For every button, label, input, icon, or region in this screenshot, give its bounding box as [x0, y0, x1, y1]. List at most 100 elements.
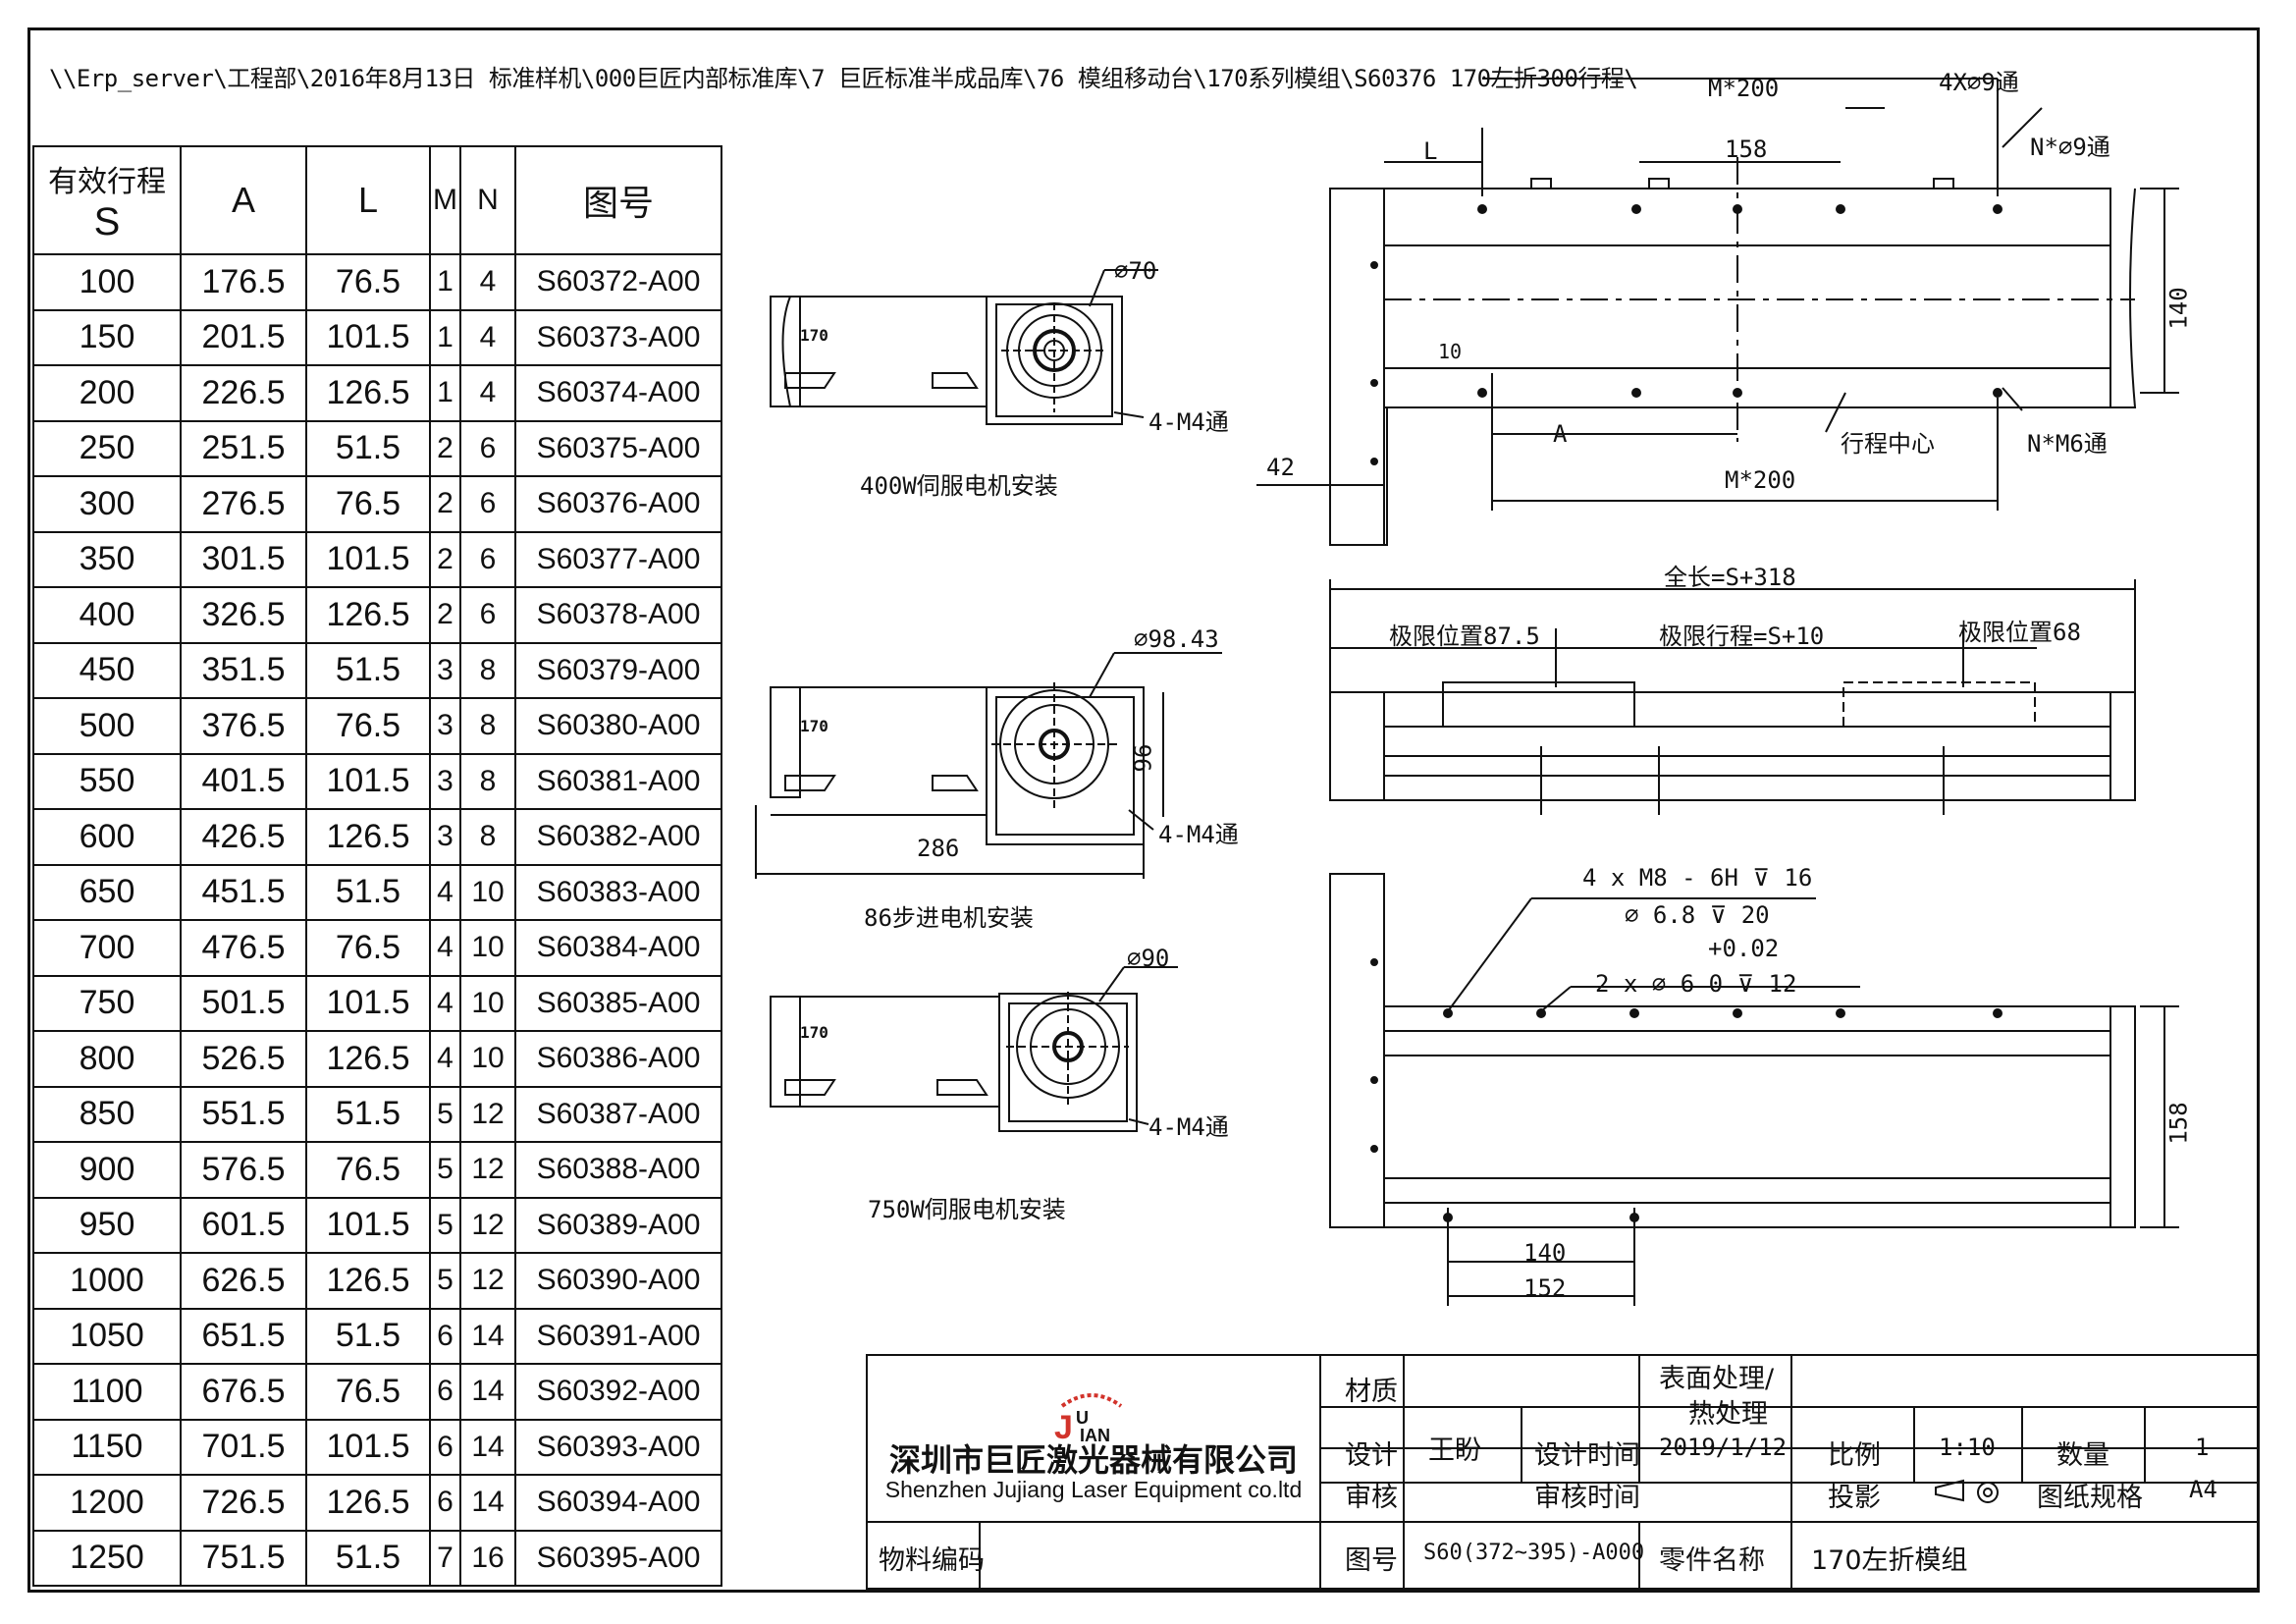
cell-a: 701.5: [180, 1418, 307, 1476]
cell-m: 4: [429, 919, 461, 977]
cell-n: 10: [459, 1030, 516, 1088]
cell-l: 51.5: [305, 863, 431, 921]
review-label: 审核: [1345, 1483, 1398, 1513]
cell-l: 76.5: [305, 697, 431, 755]
cell-l: 76.5: [305, 1363, 431, 1421]
bottom-158-label: 158: [2164, 1102, 2193, 1145]
cell-a: 551.5: [180, 1085, 307, 1143]
top-view: [1256, 78, 2179, 546]
qty-value: 1: [2195, 1434, 2210, 1461]
cell-stroke: 1200: [32, 1474, 182, 1532]
motor-2-diameter: ∅98.43: [1134, 625, 1219, 653]
cell-a: 726.5: [180, 1474, 307, 1532]
cell-n: 10: [459, 974, 516, 1032]
cell-stroke: 500: [32, 697, 182, 755]
top-view-holes: [1370, 204, 2002, 465]
surface-label-2: 热处理: [1688, 1399, 1768, 1430]
cell-l: 126.5: [305, 808, 431, 866]
cell-stroke: 700: [32, 919, 182, 977]
cell-l: 101.5: [305, 1418, 431, 1476]
cell-m: 3: [429, 697, 461, 755]
header-a: A: [180, 145, 307, 255]
cell-n: 8: [459, 808, 516, 866]
scale-label: 比例: [1828, 1440, 1881, 1471]
cell-m: 1: [429, 253, 461, 311]
cell-drawing-no: S60377-A00: [514, 530, 722, 588]
top-a-label: A: [1553, 420, 1568, 448]
cell-m: 6: [429, 1307, 461, 1365]
review-time-label: 审核时间: [1534, 1483, 1640, 1513]
m8-thread-label: 4 x M8 - 6H ⊽ 16: [1582, 864, 1813, 892]
d68-label: ∅ 6.8 ⊽ 20: [1625, 901, 1770, 929]
cell-drawing-no: S60381-A00: [514, 752, 722, 810]
motor-3-thread: 4-M4通: [1148, 1113, 1229, 1141]
drawing-no-label: 图号: [1345, 1545, 1398, 1576]
total-length-label: 全长=S+318: [1664, 564, 1796, 591]
travel-center-label: 行程中心: [1841, 430, 1935, 458]
design-label: 设计: [1345, 1440, 1398, 1471]
title-block: [866, 1354, 2260, 1590]
cell-l: 126.5: [305, 364, 431, 422]
limit-left-label: 极限位置87.5: [1389, 623, 1540, 650]
cell-m: 1: [429, 364, 461, 422]
side-view: [1329, 579, 2136, 815]
cell-n: 16: [459, 1529, 516, 1587]
cell-stroke: 950: [32, 1196, 182, 1254]
cell-m: 6: [429, 1474, 461, 1532]
svg-text:IAN: IAN: [1080, 1426, 1110, 1445]
cell-l: 76.5: [305, 475, 431, 533]
projection-symbol-icon: [1935, 1479, 1999, 1503]
cell-l: 51.5: [305, 1529, 431, 1587]
company-name-en: Shenzhen Jujiang Laser Equipment co.ltd: [884, 1477, 1303, 1502]
cell-drawing-no: S60388-A00: [514, 1141, 722, 1199]
cell-stroke: 900: [32, 1141, 182, 1199]
bottom-view: [1329, 873, 2179, 1306]
motor-2-caption: 86步进电机安装: [864, 904, 1034, 932]
cell-a: 651.5: [180, 1307, 307, 1365]
cell-stroke: 300: [32, 475, 182, 533]
motor-3-diameter: ∅90: [1127, 945, 1170, 972]
motor-1-diameter: ∅70: [1114, 257, 1157, 285]
cell-a: 626.5: [180, 1252, 307, 1310]
design-date: 2019/1/12: [1659, 1434, 1788, 1461]
motor-mount-3: [770, 966, 1178, 1132]
cell-a: 226.5: [180, 364, 307, 422]
motor-2-width: 286: [917, 835, 960, 862]
cell-m: 6: [429, 1363, 461, 1421]
cell-n: 12: [459, 1141, 516, 1199]
projection-label: 投影: [1828, 1483, 1881, 1513]
cell-m: 2: [429, 475, 461, 533]
bottom-m200-label: M*200: [1725, 466, 1796, 494]
header-drawing-no: 图号: [514, 145, 722, 255]
cell-n: 14: [459, 1474, 516, 1532]
top-n-m6-label: N*M6通: [2027, 430, 2108, 458]
motor-3-caption: 750W伺服电机安装: [868, 1196, 1066, 1223]
motor-2-height: 96: [1129, 743, 1157, 773]
cell-m: 4: [429, 863, 461, 921]
cell-drawing-no: S60383-A00: [514, 863, 722, 921]
cell-l: 101.5: [305, 974, 431, 1032]
cell-n: 14: [459, 1418, 516, 1476]
drawing-frame: [27, 27, 2260, 1593]
material-code-label: 物料编码: [879, 1545, 985, 1576]
cell-stroke: 1150: [32, 1418, 182, 1476]
cell-l: 101.5: [305, 1196, 431, 1254]
header-l: L: [305, 145, 431, 255]
cell-m: 3: [429, 641, 461, 699]
cell-drawing-no: S60392-A00: [514, 1363, 722, 1421]
cell-m: 4: [429, 974, 461, 1032]
cell-l: 101.5: [305, 308, 431, 366]
cell-stroke: 350: [32, 530, 182, 588]
part-name-label: 零件名称: [1659, 1545, 1765, 1576]
cell-drawing-no: S60391-A00: [514, 1307, 722, 1365]
title-block-grid: [866, 1354, 2260, 1590]
